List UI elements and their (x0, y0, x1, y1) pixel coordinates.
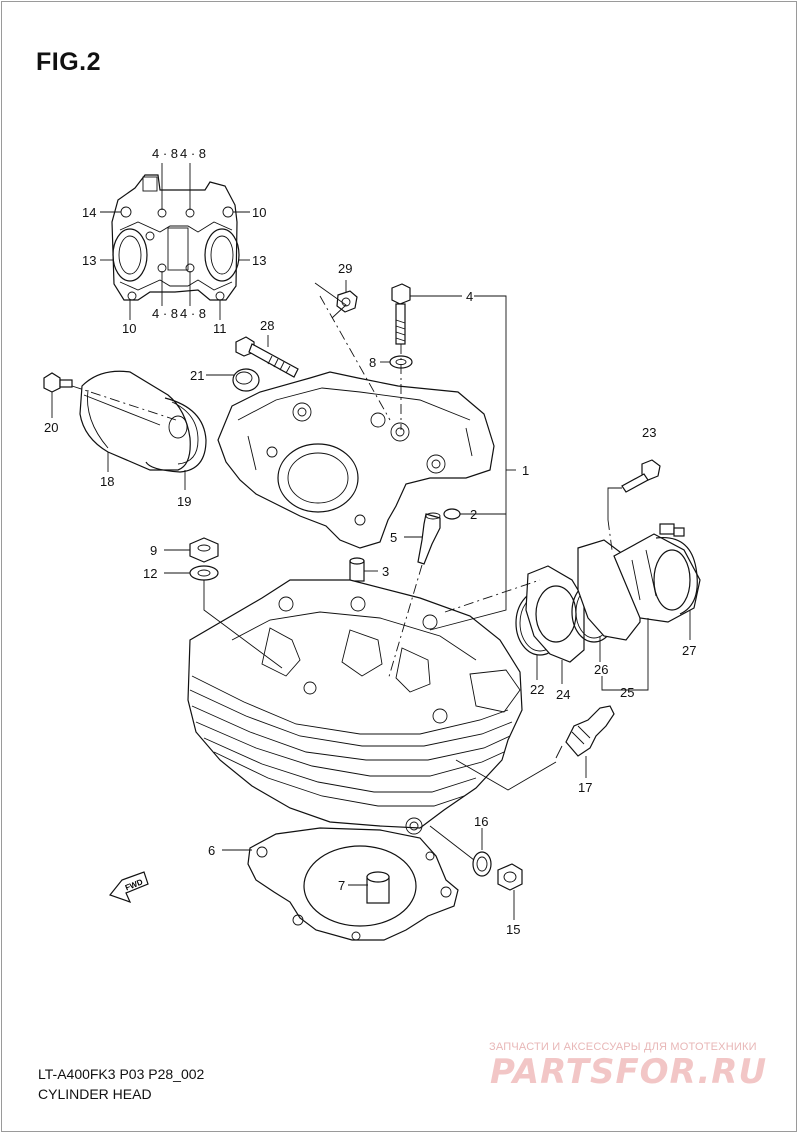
plug-21 (232, 368, 260, 392)
callout-17: 17 (578, 780, 592, 795)
cylinder-head (187, 579, 523, 835)
callout-15: 15 (506, 922, 520, 937)
callout-labels: 4 · 8 4 · 8 14 10 13 13 10 4 · 8 4 · 8 1… (44, 146, 696, 937)
washer-12 (189, 565, 219, 581)
bolt-23 (621, 459, 661, 493)
oring-2 (443, 508, 461, 520)
watermark-logo: PARTSFOR.RU (490, 1052, 768, 1092)
cylinder-head-cover (217, 371, 495, 549)
fwd-arrow-icon: FWD (109, 871, 149, 904)
inset-leader-lines (100, 163, 250, 320)
callout-12: 12 (143, 566, 157, 581)
gasket-16 (472, 851, 492, 877)
callout-20: 20 (44, 420, 58, 435)
callout-8: 8 (369, 355, 376, 370)
figure-title: FIG.2 (36, 48, 102, 76)
callout-5: 5 (390, 530, 397, 545)
callout-11: 11 (213, 321, 227, 336)
nut-9 (189, 537, 219, 563)
bolt-20 (43, 372, 73, 393)
bolt-28 (235, 336, 299, 378)
callout-10-left: 10 (122, 321, 136, 336)
intake-pipe-25 (577, 533, 701, 641)
bolt-29 (336, 290, 358, 313)
watermark-text: ЗАПЧАСТИ И АКСЕССУАРЫ ДЛЯ МОТОТЕХНИКИ (489, 1041, 757, 1053)
callout-24: 24 (556, 687, 570, 702)
inset-plate-drawing (111, 174, 240, 301)
diagram-code: LT-A400FK3 P03 P28_002 (38, 1066, 205, 1082)
callout-4-8-lower-right: 4 · 8 (180, 306, 206, 321)
leader-lines (51, 280, 691, 920)
callout-22: 22 (530, 682, 544, 697)
callout-4-8-upper-left: 4 · 8 (152, 146, 178, 161)
callout-23: 23 (642, 425, 656, 440)
callout-10-right: 10 (252, 205, 266, 220)
callout-29: 29 (338, 261, 352, 276)
gasket-19 (145, 397, 207, 473)
callout-26: 26 (594, 662, 608, 677)
callout-13-left: 13 (82, 253, 96, 268)
callout-13-right: 13 (252, 253, 266, 268)
callout-7: 7 (338, 878, 345, 893)
plug-15 (497, 863, 523, 891)
callout-1: 1 (522, 463, 529, 478)
callout-9: 9 (150, 543, 157, 558)
callout-27: 27 (682, 643, 696, 658)
dowel-3 (349, 557, 365, 582)
callout-21: 21 (190, 368, 204, 383)
spacer-24 (525, 565, 585, 663)
callout-25: 25 (620, 685, 634, 700)
callout-28: 28 (260, 318, 274, 333)
spark-plug-17 (555, 705, 615, 759)
pipe-5 (417, 512, 441, 565)
callout-4-8-upper-right: 4 · 8 (180, 146, 206, 161)
callout-4-8-lower-left: 4 · 8 (152, 306, 178, 321)
head-gasket-6 (247, 827, 459, 941)
callout-18: 18 (100, 474, 114, 489)
callout-2: 2 (470, 507, 477, 522)
callout-19: 19 (177, 494, 191, 509)
bolt-4 (391, 283, 411, 345)
dowel-7 (366, 871, 390, 904)
callout-3: 3 (382, 564, 389, 579)
head-cover-18 (79, 370, 191, 471)
callout-16: 16 (474, 814, 488, 829)
callout-6: 6 (208, 843, 215, 858)
clamp-27 (655, 523, 698, 615)
diagram-name: CYLINDER HEAD (38, 1086, 152, 1102)
callout-14: 14 (82, 205, 96, 220)
callout-4: 4 (466, 289, 473, 304)
